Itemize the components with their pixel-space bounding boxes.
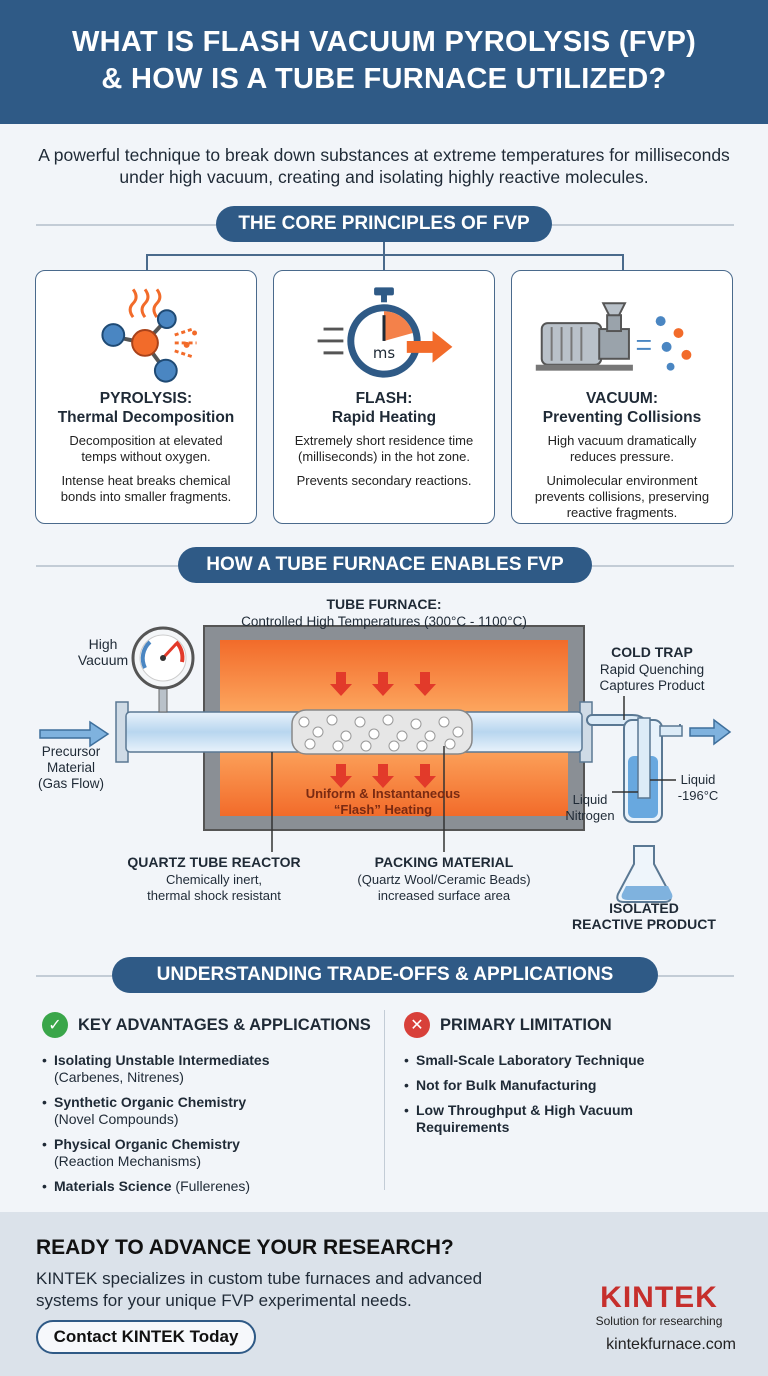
limitations-list: Small-Scale Laboratory Technique Not for… bbox=[404, 1052, 734, 1136]
title-line-1: WHAT IS FLASH VACUUM PYROLYSIS (FVP) bbox=[71, 26, 697, 58]
list-item: Low Throughput & High Vacuum Requirement… bbox=[404, 1102, 674, 1136]
stopwatch-icon: ms bbox=[317, 287, 453, 378]
limitations-column: ✕ PRIMARY LIMITATION Small-Scale Laborat… bbox=[404, 1012, 734, 1144]
x-icon: ✕ bbox=[404, 1012, 430, 1038]
tree-connector bbox=[146, 254, 148, 270]
website-link[interactable]: kintekfurnace.com bbox=[606, 1336, 736, 1353]
list-item: Isolating Unstable Intermediates(Carbene… bbox=[42, 1052, 372, 1086]
liquid-temp-label: Liquid-196°C bbox=[677, 772, 719, 803]
list-item: Synthetic Organic Chemistry(Novel Compou… bbox=[42, 1094, 372, 1128]
brand-logo: KINTEK Solution for researching bbox=[578, 1281, 740, 1329]
inlet-arrow bbox=[39, 720, 110, 748]
contact-button[interactable]: Contact KINTEK Today bbox=[36, 1320, 256, 1354]
tree-connector bbox=[146, 254, 624, 256]
list-item: Small-Scale Laboratory Technique bbox=[404, 1052, 734, 1069]
page-title: WHAT IS FLASH VACUUM PYROLYSIS (FVP) & H… bbox=[0, 24, 768, 98]
list-item: Materials Science (Fullerenes) bbox=[42, 1178, 372, 1195]
card-description: Decomposition at elevated temps without … bbox=[60, 433, 232, 504]
limitations-title: ✕ PRIMARY LIMITATION bbox=[404, 1012, 734, 1038]
column-divider bbox=[384, 1010, 385, 1190]
advantages-column: ✓ KEY ADVANTAGES & APPLICATIONS Isolatin… bbox=[42, 1012, 372, 1203]
tree-connector bbox=[383, 254, 385, 270]
tree-connector bbox=[383, 242, 385, 254]
principles-heading: THE CORE PRINCIPLES OF FVP bbox=[216, 206, 552, 242]
intro-text: A powerful technique to break down subst… bbox=[38, 145, 730, 187]
quartz-title: QUARTZ TUBE REACTOR bbox=[127, 854, 301, 870]
footer-heading: READY TO ADVANCE YOUR RESEARCH? bbox=[36, 1236, 454, 1259]
card-title: VACUUM: Preventing Collisions bbox=[542, 390, 702, 426]
packing-title: PACKING MATERIAL bbox=[374, 854, 514, 870]
brand-name: KINTEK bbox=[600, 1281, 718, 1314]
card-description: High vacuum dramatically reduces pressur… bbox=[534, 433, 710, 520]
list-item: Physical Organic Chemistry(Reaction Mech… bbox=[42, 1136, 372, 1170]
fvp-apparatus-diagram: TUBE FURNACE: Controlled High Temperatur… bbox=[0, 596, 768, 940]
card-title: PYROLYSIS: Thermal Decomposition bbox=[57, 390, 235, 426]
furnace-title: TUBE FURNACE: bbox=[326, 596, 442, 612]
check-icon: ✓ bbox=[42, 1012, 68, 1038]
quartz-desc: Chemically inert,thermal shock resistant bbox=[147, 872, 281, 903]
footer-cta-band: READY TO ADVANCE YOUR RESEARCH? KINTEK s… bbox=[0, 1212, 768, 1376]
tree-connector bbox=[622, 254, 624, 270]
packing-desc: (Quartz Wool/Ceramic Beads)increased sur… bbox=[357, 872, 531, 903]
principle-card-flash: ms FLASH: Rapid Heating Extremely short … bbox=[273, 270, 495, 524]
card-description: Extremely short residence time (millisec… bbox=[294, 433, 474, 488]
ms-text: ms bbox=[373, 344, 395, 362]
principle-card-pyrolysis: PYROLYSIS: Thermal Decomposition Decompo… bbox=[35, 270, 257, 524]
list-item: Not for Bulk Manufacturing bbox=[404, 1077, 734, 1094]
principle-card-vacuum: VACUUM: Preventing Collisions High vacuu… bbox=[511, 270, 733, 524]
brand-tagline: Solution for researching bbox=[595, 1314, 723, 1328]
apparatus-drawing bbox=[39, 625, 732, 903]
advantages-list: Isolating Unstable Intermediates(Carbene… bbox=[42, 1052, 372, 1195]
card-title: FLASH: Rapid Heating bbox=[331, 390, 437, 426]
heating-label: Uniform & Instantaneous“Flash” Heating bbox=[305, 786, 461, 817]
title-line-2: & HOW IS A TUBE FURNACE UTILIZED? bbox=[101, 63, 667, 95]
page-header: WHAT IS FLASH VACUUM PYROLYSIS (FVP) & H… bbox=[0, 0, 768, 124]
molecule-breaking-icon bbox=[101, 288, 198, 383]
vacuum-pump-icon bbox=[535, 302, 692, 371]
footer-text: KINTEK specializes in custom tube furnac… bbox=[36, 1269, 483, 1310]
furnace-heading: HOW A TUBE FURNACE ENABLES FVP bbox=[178, 547, 592, 583]
cold-trap-title: COLD TRAP bbox=[611, 644, 693, 660]
advantages-title: ✓ KEY ADVANTAGES & APPLICATIONS bbox=[42, 1012, 372, 1038]
furnace-subtitle: Controlled High Temperatures (300°C - 11… bbox=[241, 614, 527, 629]
outlet-arrow bbox=[689, 718, 732, 746]
tradeoffs-heading: UNDERSTANDING TRADE-OFFS & APPLICATIONS bbox=[112, 957, 658, 993]
